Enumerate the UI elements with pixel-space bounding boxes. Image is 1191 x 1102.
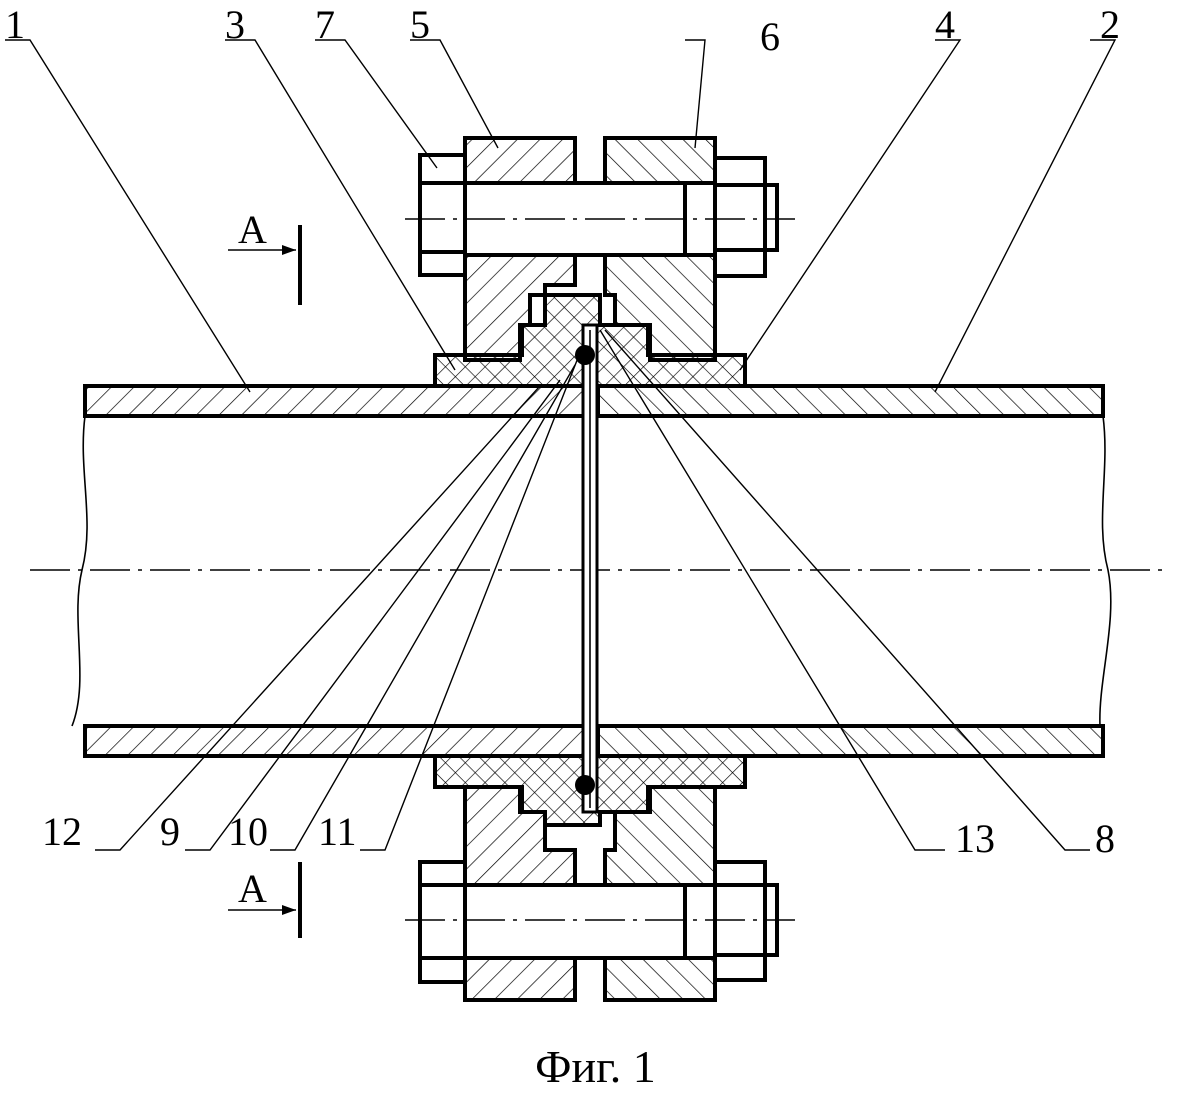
bolt-top (405, 153, 795, 278)
callout-11: 11 (318, 809, 357, 854)
section-label-bottom: А (238, 866, 267, 911)
callout-9: 9 (160, 809, 180, 854)
callout-8: 8 (1095, 816, 1115, 861)
flange-top-left (463, 136, 577, 362)
callout-10: 10 (228, 809, 268, 854)
callout-13: 13 (955, 816, 995, 861)
section-mark-bottom: А (228, 862, 302, 938)
flange-bottom-right (603, 785, 717, 1002)
pipe-left (71, 384, 587, 758)
callout-1: 1 (5, 2, 25, 47)
callout-3: 3 (225, 2, 245, 47)
gasket-disc (575, 323, 599, 814)
leader-lines (5, 39, 1117, 851)
figure-caption: Фиг. 1 (535, 1041, 656, 1092)
callout-2: 2 (1100, 2, 1120, 47)
bolt-bottom (405, 860, 795, 984)
callout-12: 12 (42, 809, 82, 854)
callout-4: 4 (935, 2, 955, 47)
section-label-top: А (238, 207, 267, 252)
callout-7: 7 (315, 2, 335, 47)
callout-6: 6 (760, 14, 780, 59)
callout-5: 5 (410, 2, 430, 47)
section-mark-top: А (228, 207, 302, 305)
pipe-right (596, 384, 1112, 758)
